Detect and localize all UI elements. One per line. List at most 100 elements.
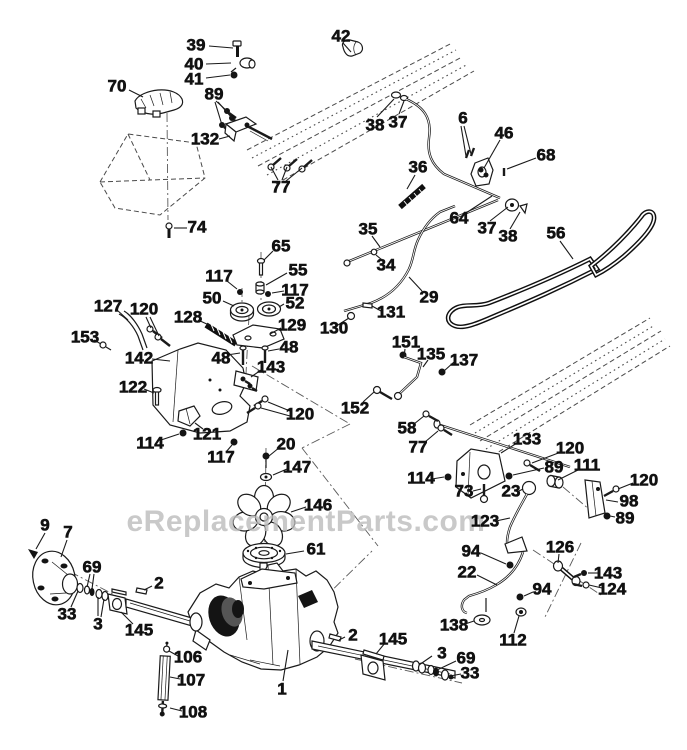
leader-line-120 <box>149 316 160 337</box>
part-callout-120: 120 <box>130 300 158 319</box>
leader-line-3 <box>100 598 105 618</box>
part-callout-22: 22 <box>458 563 477 582</box>
part-callout-94: 94 <box>462 542 481 561</box>
part-callout-126: 126 <box>546 538 574 557</box>
part-callout-89: 89 <box>616 509 635 528</box>
leader-line-61 <box>285 550 305 555</box>
part-callout-42: 42 <box>332 27 351 46</box>
part-callout-40: 40 <box>185 55 204 74</box>
leader-line-143 <box>250 369 262 378</box>
leader-line-20 <box>268 446 281 457</box>
part-callout-55: 55 <box>289 261 308 280</box>
part-callout-94: 94 <box>533 580 552 599</box>
part-callout-130: 130 <box>320 319 348 338</box>
part-callout-151: 151 <box>392 333 420 352</box>
leader-line-131 <box>371 305 382 312</box>
leader-line-69 <box>86 573 91 588</box>
part-callout-106: 106 <box>174 648 202 667</box>
part-callout-20: 20 <box>277 435 296 454</box>
leader-line-36 <box>406 174 416 190</box>
part-callout-89: 89 <box>205 85 224 104</box>
leader-line-58 <box>413 415 425 425</box>
part-callout-143: 143 <box>257 358 285 377</box>
leader-line-94 <box>523 591 534 597</box>
part-callout-132: 132 <box>191 130 219 149</box>
bracket-plate-73 <box>444 448 506 504</box>
leader-line-3 <box>418 655 433 666</box>
leader-line-120 <box>531 451 562 464</box>
leader-line-6 <box>463 125 472 155</box>
leader-line-50 <box>222 300 235 307</box>
leader-line-151 <box>403 348 406 358</box>
leader-line-7 <box>60 539 68 558</box>
frame-rail-upper <box>246 42 475 185</box>
bolt-74 <box>165 222 173 238</box>
leader-line-77 <box>281 166 288 181</box>
part-callout-117: 117 <box>207 448 234 467</box>
leader-line-77 <box>285 167 303 182</box>
leader-line-107 <box>169 676 181 680</box>
leader-line-48 <box>267 348 280 352</box>
leader-line-138 <box>464 620 475 625</box>
leader-line-114 <box>160 433 180 441</box>
part-callout-3: 3 <box>93 615 102 634</box>
part-callout-65: 65 <box>272 237 291 256</box>
leader-line-123 <box>495 517 511 522</box>
fan-146 <box>232 484 296 547</box>
part-callout-135: 135 <box>417 345 445 364</box>
part-callout-143: 143 <box>594 564 622 583</box>
pulley-cluster-50-52 <box>204 257 285 415</box>
link-126 <box>552 560 590 589</box>
part-callout-36: 36 <box>409 158 428 177</box>
leader-line-129 <box>269 327 282 335</box>
part-callout-122: 122 <box>119 378 147 397</box>
bracket-132 <box>224 116 273 143</box>
part-callout-131: 131 <box>377 303 405 322</box>
leader-line-89 <box>609 515 616 518</box>
part-callout-37: 37 <box>389 113 408 132</box>
part-callout-33: 33 <box>58 605 77 624</box>
part-callout-7: 7 <box>63 523 72 542</box>
leader-line-146 <box>290 506 307 513</box>
part-callout-138: 138 <box>440 616 468 635</box>
leader-line-120 <box>260 407 291 417</box>
leader-line-98 <box>605 499 619 503</box>
transaxle-1 <box>125 562 456 681</box>
part-callout-2: 2 <box>154 574 163 593</box>
leader-line-127 <box>116 309 129 321</box>
leader-line-41 <box>205 74 231 79</box>
part-callout-128: 128 <box>174 308 202 327</box>
leader-line-73 <box>472 488 482 492</box>
part-callout-41: 41 <box>185 70 204 89</box>
part-callout-129: 129 <box>278 316 306 335</box>
part-callout-74: 74 <box>188 218 207 237</box>
part-callout-70: 70 <box>108 77 127 96</box>
leader-line-33 <box>70 590 79 608</box>
idler-bracket-142 <box>99 310 273 482</box>
leader-line-130 <box>337 317 350 326</box>
leader-line-56 <box>559 240 574 260</box>
leader-line-69 <box>436 660 457 671</box>
part-callout-120: 120 <box>286 405 314 424</box>
part-callout-114: 114 <box>136 434 164 453</box>
part-callout-35: 35 <box>359 220 378 239</box>
leader-line-23 <box>518 488 524 492</box>
leader-line-112 <box>513 615 520 634</box>
leader-line-52 <box>278 303 285 308</box>
leader-line-94 <box>480 552 507 565</box>
part-callout-121: 121 <box>193 425 221 444</box>
leader-line-37 <box>489 206 509 222</box>
part-callout-98: 98 <box>620 492 639 511</box>
part-callout-37: 37 <box>478 219 497 238</box>
shock-absorber-106-107-108 <box>157 641 171 717</box>
part-callout-120: 120 <box>556 439 584 458</box>
spacer-42 <box>341 39 364 57</box>
leader-line-64 <box>465 195 493 214</box>
leader-line-38 <box>376 98 395 118</box>
leader-line-153 <box>93 339 102 345</box>
part-callout-39: 39 <box>187 36 206 55</box>
leader-line-121 <box>194 422 204 430</box>
part-callout-69: 69 <box>83 558 102 577</box>
rod-29 <box>343 204 456 321</box>
part-callout-46: 46 <box>495 124 514 143</box>
